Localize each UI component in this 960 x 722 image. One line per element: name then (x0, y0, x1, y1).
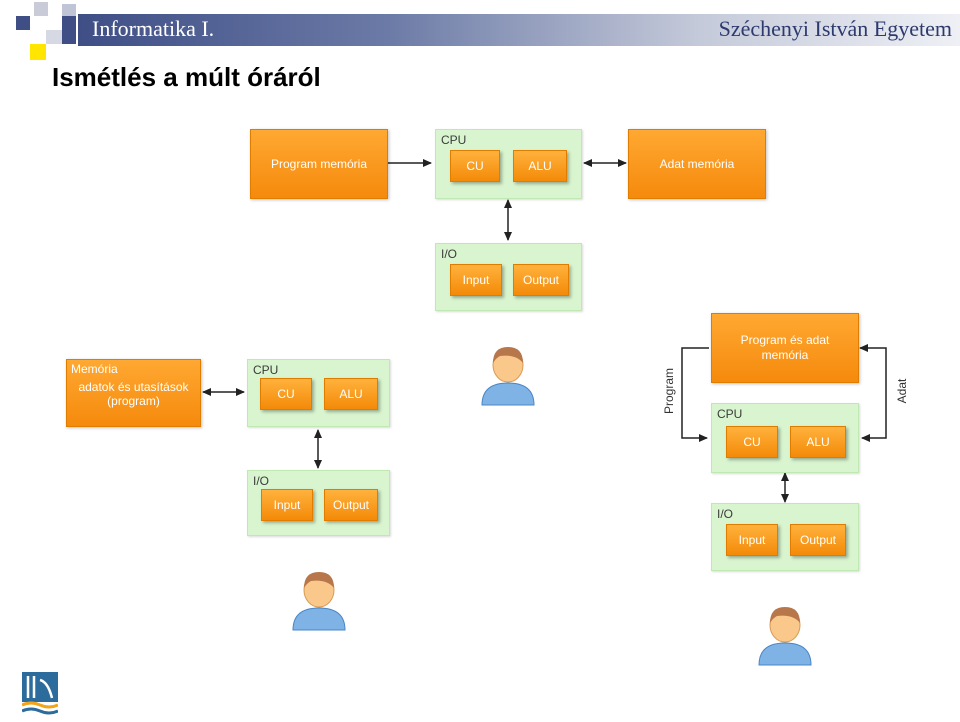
data-arrow-label: Adat (895, 378, 909, 404)
memory-label-left: Memória (71, 362, 118, 376)
program-arrow-label: Program (662, 368, 676, 415)
input-box-top: Input (450, 264, 502, 296)
alu-box-left: ALU (324, 378, 378, 410)
output-box-top: Output (513, 264, 569, 296)
university-logo-icon (22, 672, 58, 715)
cu-box-left: CU (260, 378, 312, 410)
input-box-left: Input (261, 489, 313, 521)
header-square-grey (34, 2, 48, 16)
program-data-memory-label: Program és adat memória (740, 333, 830, 362)
slide-header: Informatika I. Széchenyi István Egyetem (0, 0, 960, 60)
university-name: Széchenyi István Egyetem (718, 16, 952, 41)
user-icon (481, 347, 535, 406)
cu-box-right: CU (726, 426, 778, 458)
header-square-blue-2 (34, 16, 56, 30)
data-memory-box: Adat memória (628, 129, 766, 199)
data-memory-label: Adat memória (659, 157, 735, 171)
input-box-right: Input (726, 524, 778, 556)
io-panel-top: I/O Input Output (435, 243, 582, 311)
cpu-panel-right: CPU CU ALU (711, 403, 859, 473)
header-square-blue-4 (62, 16, 76, 44)
io-label-left: I/O (253, 474, 270, 488)
memory-box-left: Memória adatok és utasítások (program) (66, 359, 201, 427)
io-panel-right: I/O Input Output (711, 503, 859, 571)
cpu-label-left: CPU (253, 363, 279, 377)
header-band (78, 14, 960, 46)
program-data-memory-box: Program és adat memória (711, 313, 859, 383)
output-box-left: Output (324, 489, 378, 521)
memory-content-left: adatok és utasítások (program) (78, 380, 189, 408)
cu-box-top: CU (450, 150, 500, 182)
arrow-data-right (859, 344, 887, 442)
alu-box-right: ALU (790, 426, 846, 458)
user-icon (292, 572, 346, 631)
io-panel-left: I/O Input Output (247, 470, 390, 536)
header-square-blue-1 (16, 16, 30, 30)
io-label-top: I/O (441, 247, 458, 261)
arrow-program-right (681, 347, 709, 442)
cpu-panel-left: CPU CU ALU (247, 359, 390, 427)
io-label-right: I/O (717, 507, 734, 521)
header-square-lightgrey (46, 30, 62, 44)
output-box-right: Output (790, 524, 846, 556)
program-memory-label: Program memória (270, 157, 368, 171)
program-memory-box: Program memória (250, 129, 388, 199)
cpu-label-top: CPU (441, 133, 467, 147)
slide-title: Ismétlés a múlt óráról (52, 62, 321, 92)
header-square-blue-3 (62, 4, 76, 18)
alu-box-top: ALU (513, 150, 567, 182)
header-square-yellow (30, 44, 46, 60)
cpu-panel-top: CPU CU ALU (435, 129, 582, 199)
cpu-label-right: CPU (717, 407, 743, 421)
course-title: Informatika I. (92, 16, 215, 41)
user-icon (758, 607, 812, 666)
